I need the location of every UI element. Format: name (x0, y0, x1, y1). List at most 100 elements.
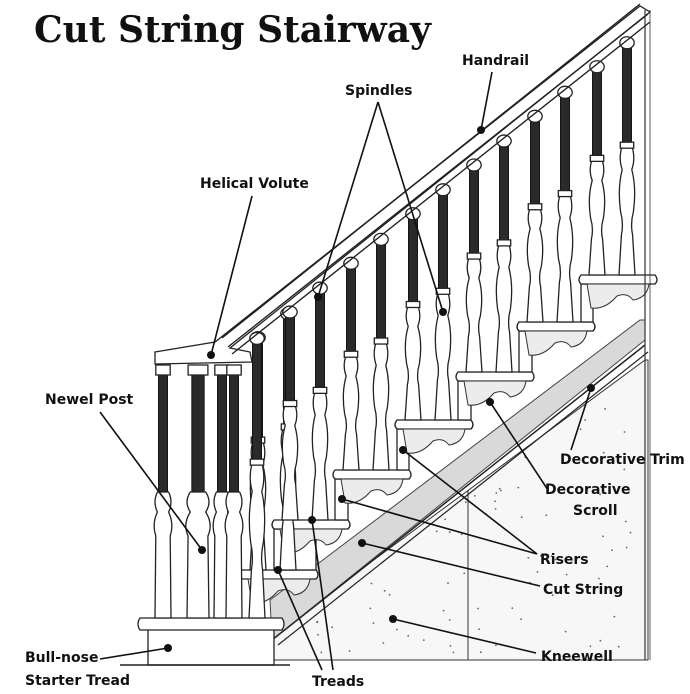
kneewell-speckle (565, 573, 568, 576)
kneewell-speckle (444, 518, 446, 521)
kneewell-speckle (449, 645, 452, 647)
spindle-shaft (622, 40, 632, 147)
spindle-shaft (530, 113, 540, 209)
stair-tread (455, 371, 535, 382)
kneewell-speckle (348, 650, 351, 652)
spindle-top (373, 232, 389, 246)
newel-shaft (158, 371, 168, 493)
kneewell-speckle (463, 572, 466, 575)
spindle-collar (282, 399, 298, 408)
kneewell-speckle (589, 645, 592, 648)
newel-shaft (217, 371, 227, 493)
spindle-top (527, 109, 543, 123)
kneewell-speckle (611, 549, 613, 552)
kneewell-speckle (570, 492, 572, 495)
spindle-turning (281, 403, 299, 521)
spindle-turning (372, 341, 390, 471)
spindle-collar (589, 154, 605, 163)
spindle-turning (248, 462, 266, 619)
kneewell-speckle (517, 486, 520, 489)
spindle-collar (435, 287, 451, 295)
spindle-collar (312, 386, 328, 394)
label-decorative-scroll-2: Scroll (573, 503, 618, 519)
kneewell-speckle (520, 516, 523, 519)
stair-tread (516, 321, 596, 332)
kneewell-speckle (579, 428, 582, 430)
kneewell-speckle (606, 565, 609, 568)
spindle-shaft (252, 335, 262, 464)
spindle-collar (557, 189, 573, 198)
spindle-turning (588, 158, 606, 276)
decorative-scroll (340, 478, 404, 504)
spindle-shaft (469, 162, 479, 258)
spindle-turning (495, 243, 513, 373)
kneewell-speckle (479, 651, 482, 654)
stair-tread (394, 419, 474, 430)
kneewell-speckle (604, 407, 606, 410)
spindle-shaft (592, 64, 602, 160)
spindle-collar (373, 337, 389, 345)
spindle-shaft (315, 285, 325, 392)
right-wall (644, 10, 651, 660)
label-bullnose-1: Bull-nose (25, 650, 98, 666)
spindle-collar (527, 203, 543, 211)
kneewell-speckle (316, 621, 318, 624)
kneewell-speckle (625, 546, 628, 549)
labels: Handrail Spindles Helical Volute Newel P… (25, 53, 685, 690)
spindles-group (248, 36, 636, 619)
kneewell-speckle (598, 577, 600, 580)
spindle-top (589, 60, 605, 74)
kneewell-speckle (623, 431, 626, 433)
label-cut-string: Cut String (543, 582, 623, 598)
spindle-turning (465, 256, 483, 373)
bullnose-starter-tread (120, 617, 290, 666)
newel-cap (226, 364, 242, 376)
kneewell-speckle (617, 645, 620, 648)
newel-cap (187, 364, 209, 376)
kneewell-speckle (435, 530, 438, 533)
spindle-shaft (438, 187, 448, 293)
kneewell-speckle (422, 639, 425, 641)
label-kneewell: Kneewell (541, 649, 613, 665)
spindle-collar (343, 350, 359, 358)
kneewell-speckle (599, 639, 602, 642)
kneewell-speckle (477, 607, 479, 610)
kneewell-speckle (540, 554, 542, 557)
spindle-top (249, 331, 265, 346)
kneewell-speckle (527, 557, 530, 559)
decorative-scroll (524, 330, 588, 356)
spindle-shaft (376, 236, 386, 343)
newel-cap (155, 364, 171, 376)
kneewell-speckle (473, 495, 476, 497)
spindle-shaft (346, 260, 356, 356)
kneewell-speckle (624, 520, 627, 523)
decorative-scroll (586, 283, 650, 309)
kneewell-speckle (498, 487, 501, 490)
kneewell-speckle (520, 618, 522, 620)
kneewell-speckle (550, 555, 553, 557)
newel-turning (185, 491, 211, 619)
stair-tread (578, 274, 658, 285)
kneewell-speckle (500, 489, 502, 492)
kneewell-speckle (494, 508, 497, 510)
spindle-collar (619, 141, 635, 149)
spindle-collar (405, 300, 421, 309)
kneewell-speckle (478, 628, 480, 631)
spindle-collar (249, 458, 265, 466)
kneewell-speckle (460, 533, 463, 536)
kneewell-speckle (464, 501, 467, 503)
newel-shaft (191, 371, 205, 493)
spindle-turning (526, 207, 544, 323)
spindle-turning (404, 304, 422, 421)
handrail (154, 3, 652, 365)
spindle-shaft (499, 138, 509, 245)
kneewell-speckle (494, 500, 496, 503)
spindle-turning (556, 193, 574, 323)
kneewell-speckle (372, 622, 375, 624)
kneewell-speckle (629, 531, 632, 534)
newel-post (153, 364, 244, 619)
label-newel-post: Newel Post (45, 392, 134, 408)
spindle-shaft (285, 309, 295, 406)
spindle-turning (342, 354, 360, 471)
